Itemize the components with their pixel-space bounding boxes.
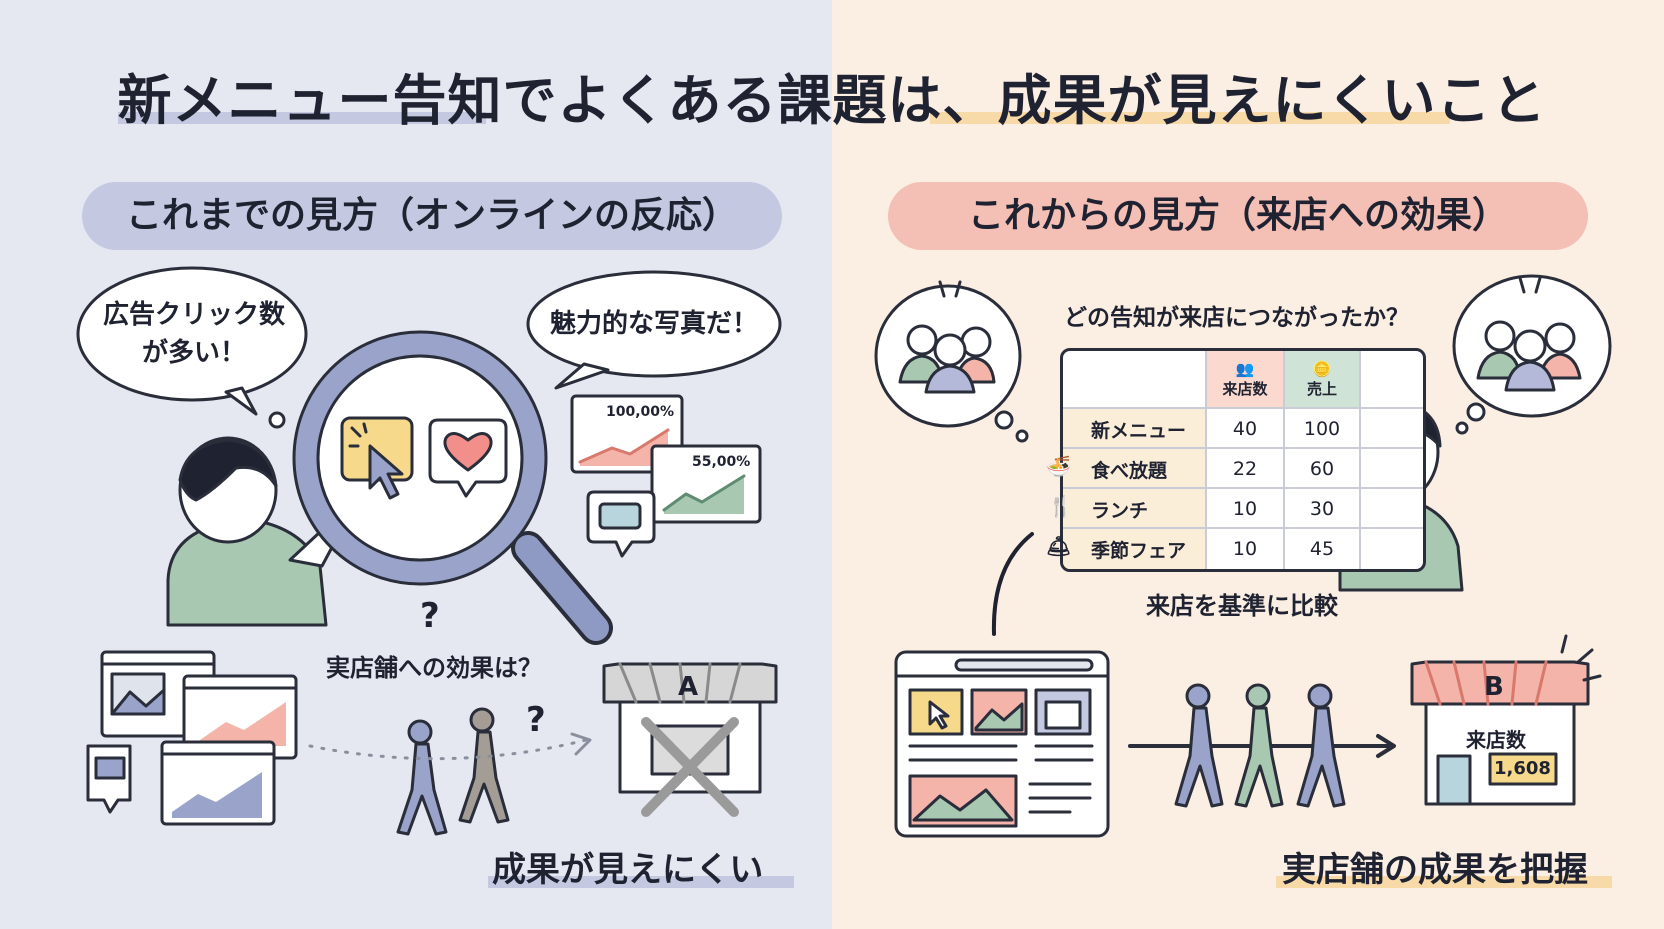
store-a-icon <box>602 662 778 794</box>
left-heading: これまでの見方（オンラインの反応） <box>82 182 782 250</box>
click-cursor-icon <box>340 416 414 500</box>
store-b-letter: B <box>1484 672 1504 702</box>
bubble-text-photo: 魅力的な写真だ！ <box>549 309 758 339</box>
right-heading: これからの見方（来店への効果） <box>888 182 1588 250</box>
store-effect-question: 実店舗への効果は？ <box>326 654 542 682</box>
row-sales: 60 <box>1283 449 1359 489</box>
row-extra <box>1359 489 1423 529</box>
store-visits-label: 来店数 <box>1466 728 1526 752</box>
people-icon: 👥 <box>1235 359 1255 378</box>
customers-bubble-left <box>874 280 1029 443</box>
store-visits-count: 1,608 <box>1494 758 1551 779</box>
table-caption: どの告知が来店につながったか？ <box>1064 305 1409 331</box>
cloche-icon: 🛎 <box>1046 534 1072 558</box>
walking-person-icon <box>1234 683 1284 808</box>
row-visits: 10 <box>1205 489 1283 529</box>
title-highlight-left <box>118 112 486 124</box>
speech-bubble-left <box>76 266 308 429</box>
header-extra-cell <box>1359 351 1423 407</box>
website-mockup-icon <box>894 650 1110 838</box>
table-row: 食べ放題 22 60 <box>1063 447 1423 489</box>
chart-percent-1: 100,00% <box>606 404 675 420</box>
table-row: 季節フェア 10 45 <box>1063 527 1423 569</box>
chat-bubble-icon <box>86 744 132 814</box>
coins-icon: 🪙 <box>1312 359 1332 378</box>
growth-chart-card <box>650 444 762 524</box>
fork-knife-icon: 🍴 <box>1048 494 1073 518</box>
store-a-letter: A <box>678 672 699 702</box>
bubble-line-1: 広告クリック数 <box>102 300 285 330</box>
browser-window-icon <box>160 740 276 826</box>
walking-person-icon <box>396 719 448 836</box>
row-name: 新メニュー <box>1063 409 1205 449</box>
title-highlight-right <box>930 112 1450 124</box>
compare-label: 来店を基準に比較 <box>1146 592 1338 620</box>
walking-person-icon <box>1174 683 1224 808</box>
customers-bubble-right <box>1452 274 1612 435</box>
bubble-line-2: が多い！ <box>141 338 246 368</box>
bowl-icon: 🍜 <box>1046 454 1071 478</box>
header-empty-cell <box>1063 351 1205 407</box>
conclusion-right-highlight <box>1276 876 1612 888</box>
chat-bubble-icon <box>586 490 656 558</box>
header-visits: 👥 来店数 <box>1205 351 1283 407</box>
heart-icon <box>428 418 508 498</box>
header-sales-label: 売上 <box>1306 379 1337 398</box>
table-row: ランチ 10 30 <box>1063 487 1423 529</box>
page-title: 新メニュー告知でよくある課題は、成果が見えにくいこと <box>117 69 1547 132</box>
row-visits: 10 <box>1205 529 1283 569</box>
row-visits: 40 <box>1205 409 1283 449</box>
header-sales: 🪙 売上 <box>1283 351 1359 407</box>
results-table: 👥 来店数 🪙 売上 新メニュー 40 100 食べ放題 22 60 ランチ 1… <box>1060 348 1426 572</box>
bubble-text-clicks: 広告クリック数 が多い！ <box>96 296 292 372</box>
conclusion-left-highlight <box>488 876 794 888</box>
row-extra <box>1359 409 1423 449</box>
question-mark-icon: ? <box>420 596 440 636</box>
row-name: ランチ <box>1063 489 1205 529</box>
magnifying-glass-icon <box>292 330 613 645</box>
row-sales: 100 <box>1283 409 1359 449</box>
row-name: 季節フェア <box>1063 529 1205 569</box>
header-visits-label: 来店数 <box>1222 379 1268 398</box>
conclusion-left: 成果が見えにくい <box>492 850 764 890</box>
walking-person-icon <box>458 707 510 824</box>
row-sales: 30 <box>1283 489 1359 529</box>
row-extra <box>1359 449 1423 489</box>
walking-person-icon <box>1296 683 1346 808</box>
table-row: 新メニュー 40 100 <box>1063 407 1423 449</box>
speech-bubble-right <box>526 270 782 390</box>
question-mark-icon: ? <box>526 700 546 740</box>
row-extra <box>1359 529 1423 569</box>
table-header-row: 👥 来店数 🪙 売上 <box>1063 351 1423 407</box>
store-b-icon <box>1410 634 1602 806</box>
row-visits: 22 <box>1205 449 1283 489</box>
row-name: 食べ放題 <box>1063 449 1205 489</box>
conclusion-right: 実店舗の成果を把握 <box>1282 850 1588 890</box>
chart-percent-2: 55,00% <box>692 454 751 470</box>
row-sales: 45 <box>1283 529 1359 569</box>
